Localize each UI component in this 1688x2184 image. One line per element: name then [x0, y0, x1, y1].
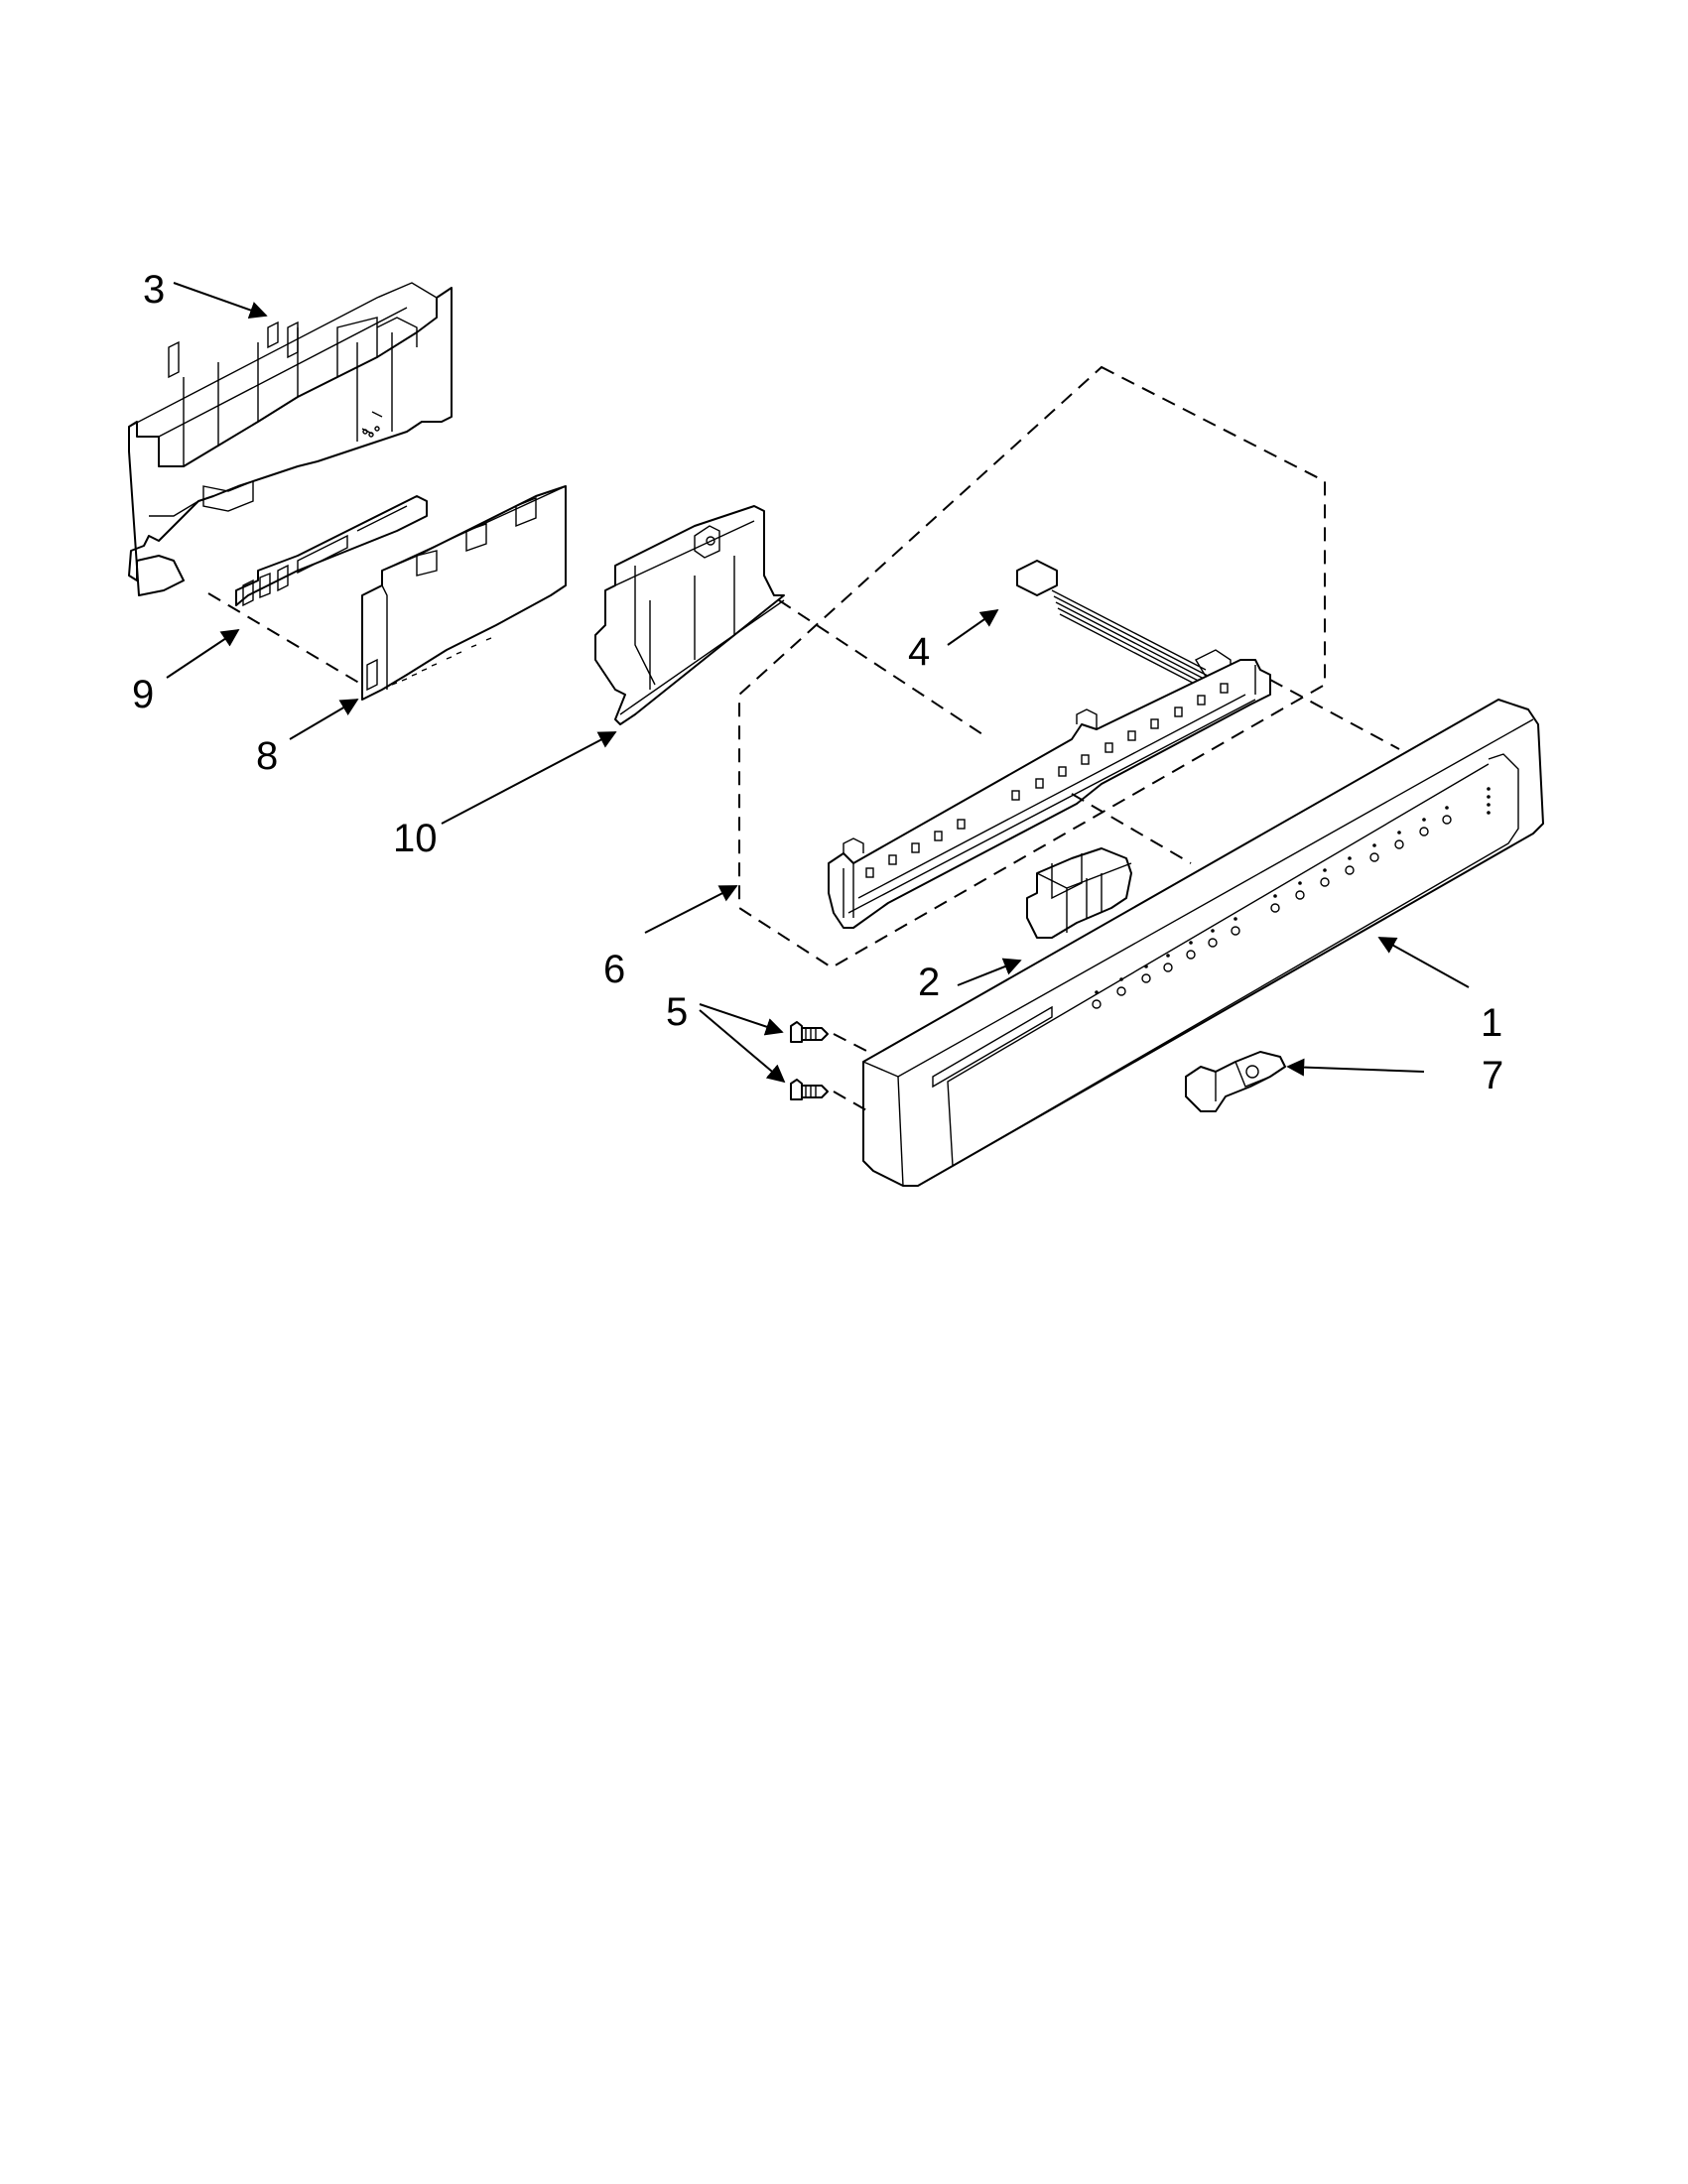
console-buttons: [1092, 815, 1452, 1009]
callout-4: 4: [908, 630, 930, 674]
callout-2: 2: [918, 961, 940, 1004]
part-9-terminal-block: [235, 495, 428, 607]
assembly-lines: [207, 365, 1400, 1112]
part-3-housing: [128, 282, 453, 596]
leader-lines: [166, 282, 1470, 1084]
callout-9: 9: [132, 673, 154, 716]
part-4-wire-harness: [1016, 560, 1232, 695]
part-6-interface-board: [828, 659, 1271, 929]
callout-5: 5: [666, 990, 688, 1034]
part-1-console-panel: [862, 699, 1544, 1187]
callout-1: 1: [1481, 1001, 1502, 1045]
leader-6: [644, 885, 738, 934]
callout-7: 7: [1482, 1054, 1503, 1097]
interface-board-buttons: [865, 683, 1229, 878]
leader-4: [947, 608, 999, 646]
callout-6: 6: [603, 948, 625, 991]
part-7-switch: [1185, 1051, 1286, 1112]
callout-3: 3: [143, 268, 165, 312]
leader-5b: [699, 1009, 786, 1084]
part-10-bracket: [594, 505, 785, 725]
leader-3: [173, 282, 268, 320]
leader-5a: [699, 1003, 784, 1036]
screw-lower: [790, 1079, 829, 1100]
leader-2: [957, 958, 1022, 986]
callout-labels: 3 9 8 10 4 6 2 1 7 5: [132, 268, 1503, 1097]
part-8-control-board: [361, 485, 567, 701]
leader-9: [166, 629, 240, 679]
part-2-bracket: [1026, 847, 1132, 939]
leader-1: [1377, 937, 1470, 988]
callout-10: 10: [393, 817, 438, 860]
part-5-screws: [790, 1021, 829, 1100]
leader-7: [1286, 1058, 1425, 1077]
screw-upper: [790, 1021, 829, 1043]
console-indicator-dots: [1095, 787, 1491, 994]
leader-8: [289, 699, 359, 740]
callout-8: 8: [256, 734, 278, 778]
leader-10: [441, 731, 617, 825]
